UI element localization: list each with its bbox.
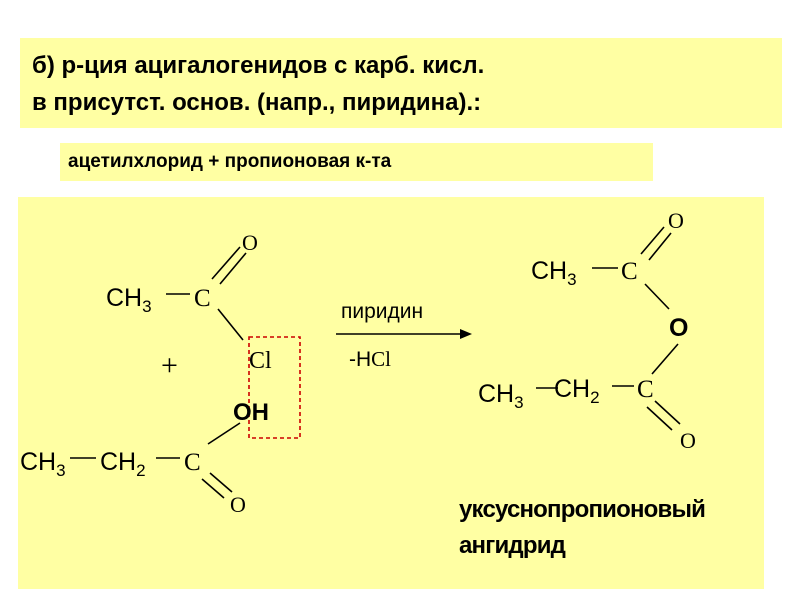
product-name-line-1: уксуснопропионовый [459, 496, 705, 523]
bond-prod-c-o-bridge [644, 283, 670, 310]
p-ch3-top: CH3 [531, 257, 577, 289]
p-ch3-bottom: CH3 [478, 380, 524, 412]
p-ch2: CH2 [554, 375, 600, 407]
bond-c-cl [217, 308, 244, 341]
bond-co-double-2b [201, 478, 225, 499]
bond-co-double-2a [209, 472, 233, 493]
p-oxygen-top: O [668, 208, 684, 233]
arrow-byproduct-label: -HCl [349, 347, 391, 371]
reaction-scheme-panel [18, 197, 764, 589]
subtitle-panel: ацетилхлорид + пропионовая к-та [60, 143, 653, 181]
eliminated-hcl-highlight [248, 336, 301, 439]
bond-prod-co-top-b [648, 232, 672, 261]
p-oxygen-bottom: O [680, 428, 696, 453]
r2-ch2: CH2 [100, 448, 146, 480]
arrow-catalyst-label: пиридин [341, 300, 423, 323]
r1-chlorine: Cl [249, 348, 272, 374]
bond-prod-co-top-a [640, 226, 665, 255]
reaction-arrow-head [460, 329, 472, 339]
bond-prod-co-bottom-a [654, 400, 681, 425]
p-carbon-bottom: C [637, 376, 654, 403]
r2-ch3: CH3 [20, 448, 66, 480]
title-line-1: б) р-ция ацигалогенидов с карб. кисл. [32, 52, 485, 79]
r1-carbon: C [194, 285, 211, 312]
p-carbon-top: C [621, 258, 638, 285]
r2-hydroxyl: OH [233, 399, 269, 426]
title-line-2: в присутст. основ. (напр., пиридина).: [32, 89, 482, 116]
bond-c-oh [207, 422, 241, 445]
bond-co-double-1b [219, 252, 247, 285]
title-panel [20, 38, 782, 128]
plus-sign: + [161, 349, 178, 382]
r1-ch3: CH3 [106, 284, 152, 316]
bond-prod-co-bottom-b [646, 406, 673, 431]
r2-oxygen: O [230, 492, 246, 517]
bond-co-double-1a [211, 246, 241, 280]
r1-oxygen: O [242, 230, 258, 255]
product-name-line-2: ангидрид [459, 532, 566, 559]
subtitle-text: ацетилхлорид + пропионовая к-та [68, 151, 392, 172]
bond-prod-o-c-bottom [651, 343, 679, 375]
r2-carbon: C [184, 449, 201, 476]
p-oxygen-bridge: O [669, 314, 688, 342]
